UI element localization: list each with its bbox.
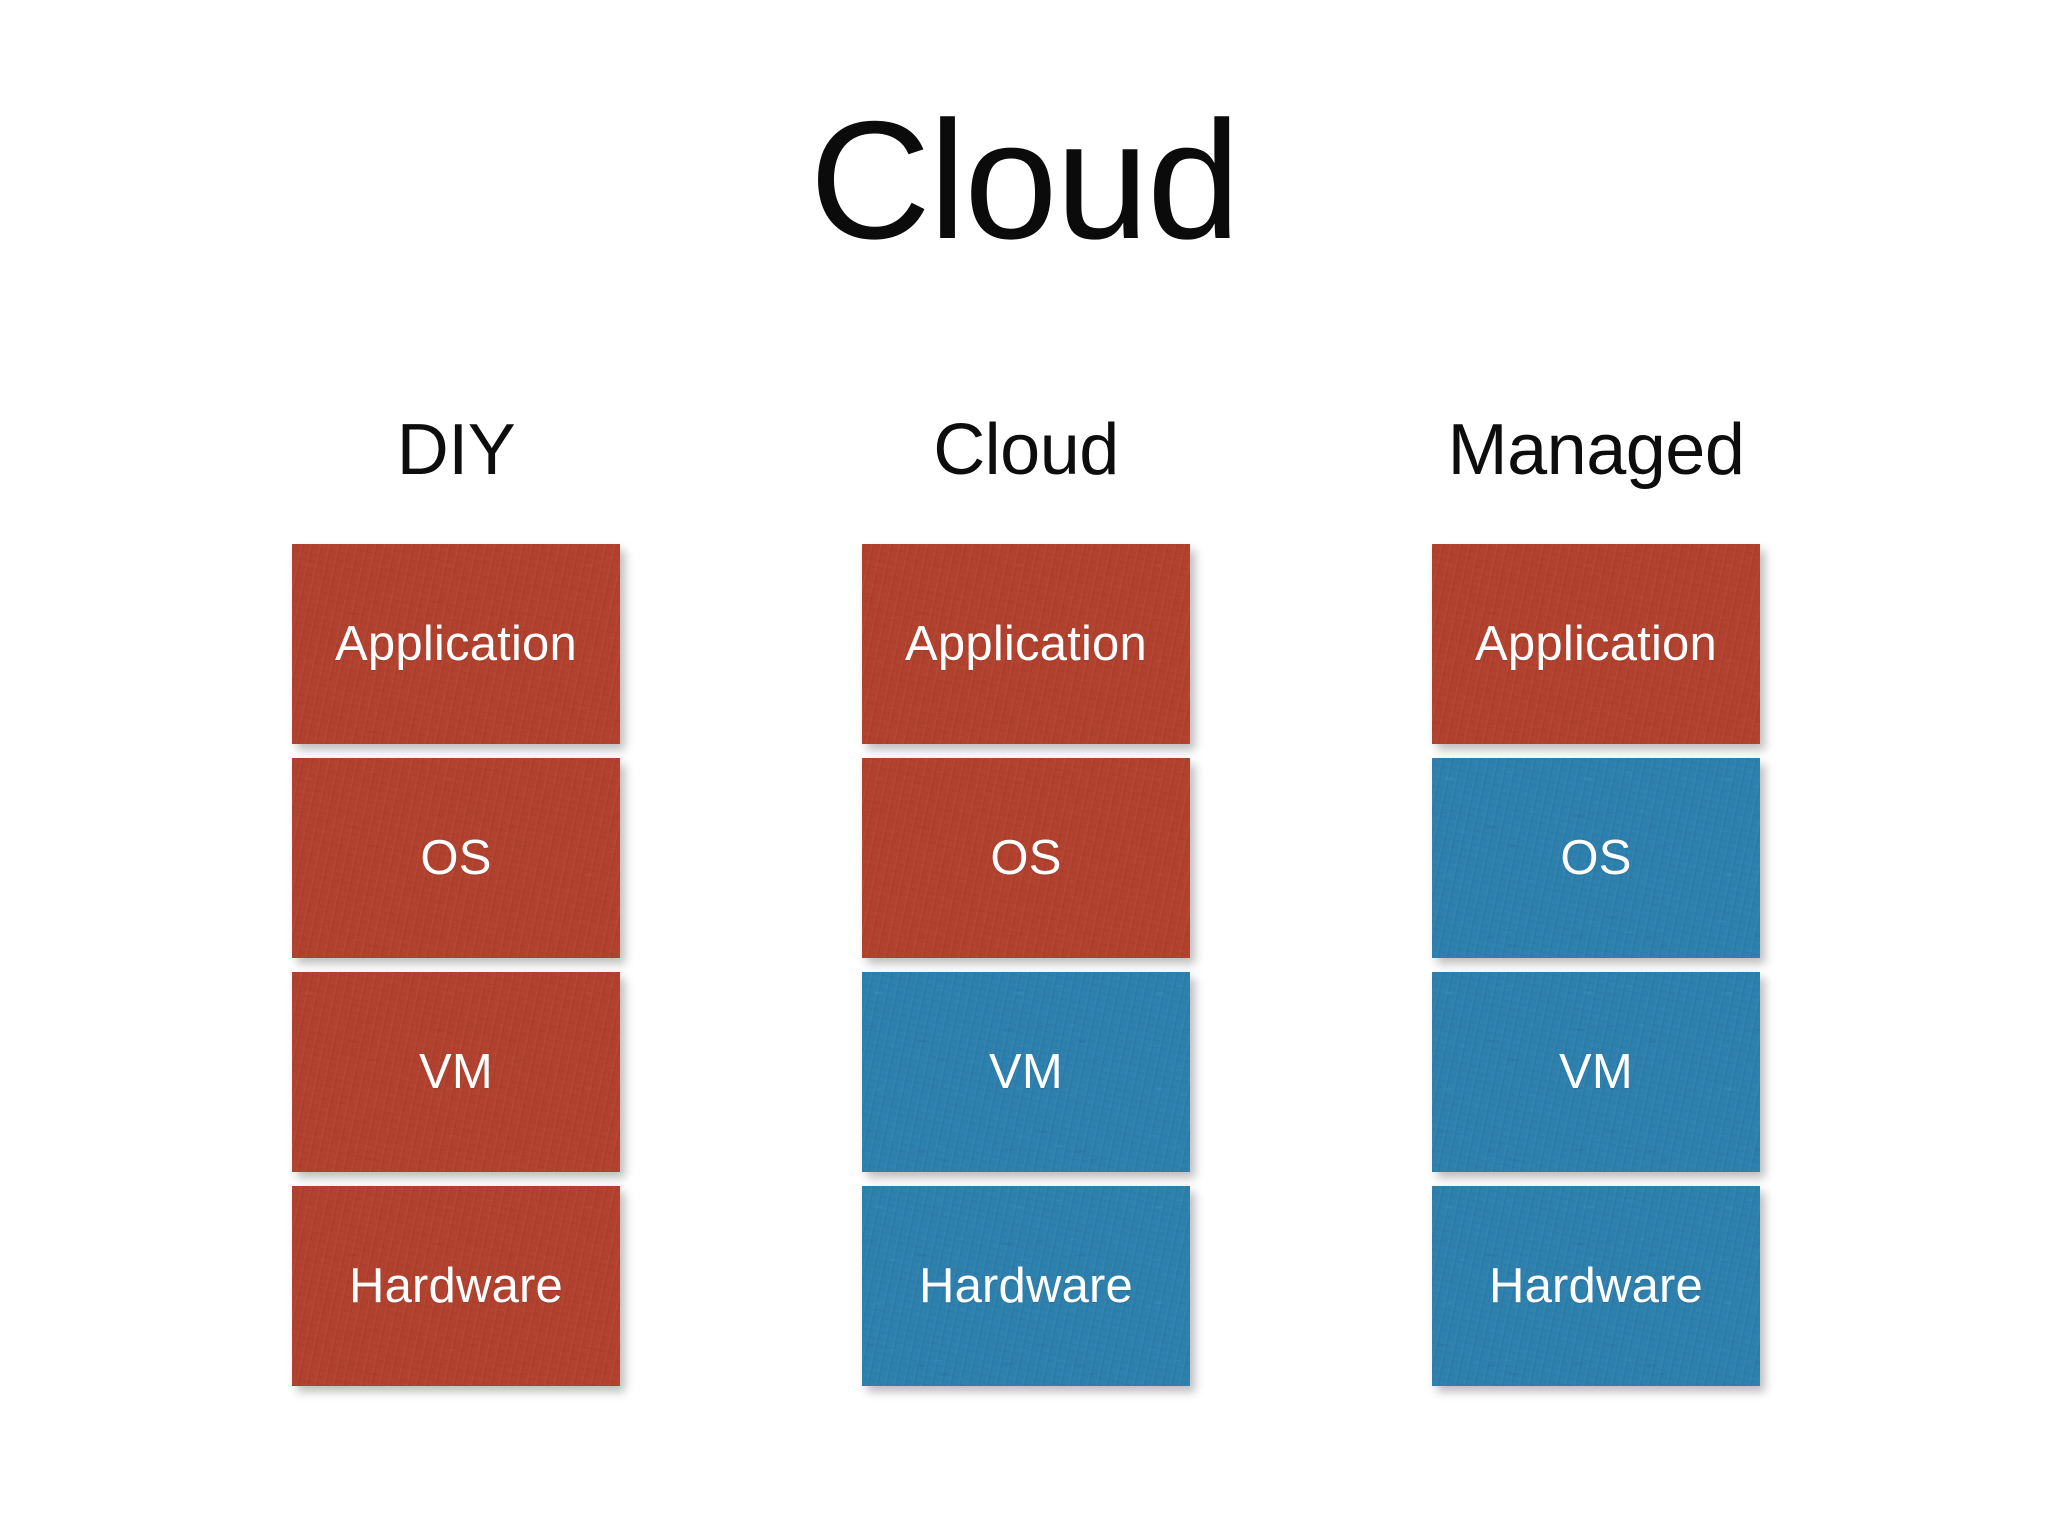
layer-box-cloud-os[interactable]: OS	[862, 758, 1190, 958]
layer-label: VM	[419, 1045, 493, 1099]
layer-box-managed-application[interactable]: Application	[1432, 544, 1760, 744]
column-diy: DIY Application OS VM Hardware	[292, 390, 620, 1386]
layer-box-diy-os[interactable]: OS	[292, 758, 620, 958]
layer-label: Application	[905, 617, 1147, 671]
stack-diy: Application OS VM Hardware	[292, 544, 620, 1386]
layer-label: Application	[335, 617, 577, 671]
column-header-diy: DIY	[396, 410, 516, 490]
layer-label: OS	[990, 831, 1062, 885]
layer-label: Hardware	[918, 1259, 1133, 1313]
layer-box-cloud-vm[interactable]: VM	[862, 972, 1190, 1172]
layer-label: VM	[1559, 1045, 1633, 1099]
layer-box-managed-hardware[interactable]: Hardware	[1432, 1186, 1760, 1386]
layer-box-diy-hardware[interactable]: Hardware	[292, 1186, 620, 1386]
layer-box-managed-os[interactable]: OS	[1432, 758, 1760, 958]
page-title: Cloud	[809, 86, 1241, 274]
layer-box-diy-vm[interactable]: VM	[292, 972, 620, 1172]
column-header-cloud: Cloud	[933, 410, 1119, 490]
column-header-managed: Managed	[1447, 410, 1745, 490]
responsibility-stack-diagram: DIY Application OS VM Hardware Cloud	[292, 390, 1760, 1400]
layer-label: OS	[1560, 831, 1632, 885]
layer-label: Application	[1475, 617, 1717, 671]
layer-box-cloud-hardware[interactable]: Hardware	[862, 1186, 1190, 1386]
layer-label: OS	[420, 831, 492, 885]
column-managed: Managed Application OS VM Hardware	[1432, 390, 1760, 1386]
stack-managed: Application OS VM Hardware	[1432, 544, 1760, 1386]
layer-label: VM	[989, 1045, 1063, 1099]
layer-box-cloud-application[interactable]: Application	[862, 544, 1190, 744]
layer-box-diy-application[interactable]: Application	[292, 544, 620, 744]
layer-label: Hardware	[348, 1259, 563, 1313]
layer-label: Hardware	[1488, 1259, 1703, 1313]
layer-box-managed-vm[interactable]: VM	[1432, 972, 1760, 1172]
column-cloud: Cloud Application OS VM Hardware	[862, 390, 1190, 1386]
stack-cloud: Application OS VM Hardware	[862, 544, 1190, 1386]
